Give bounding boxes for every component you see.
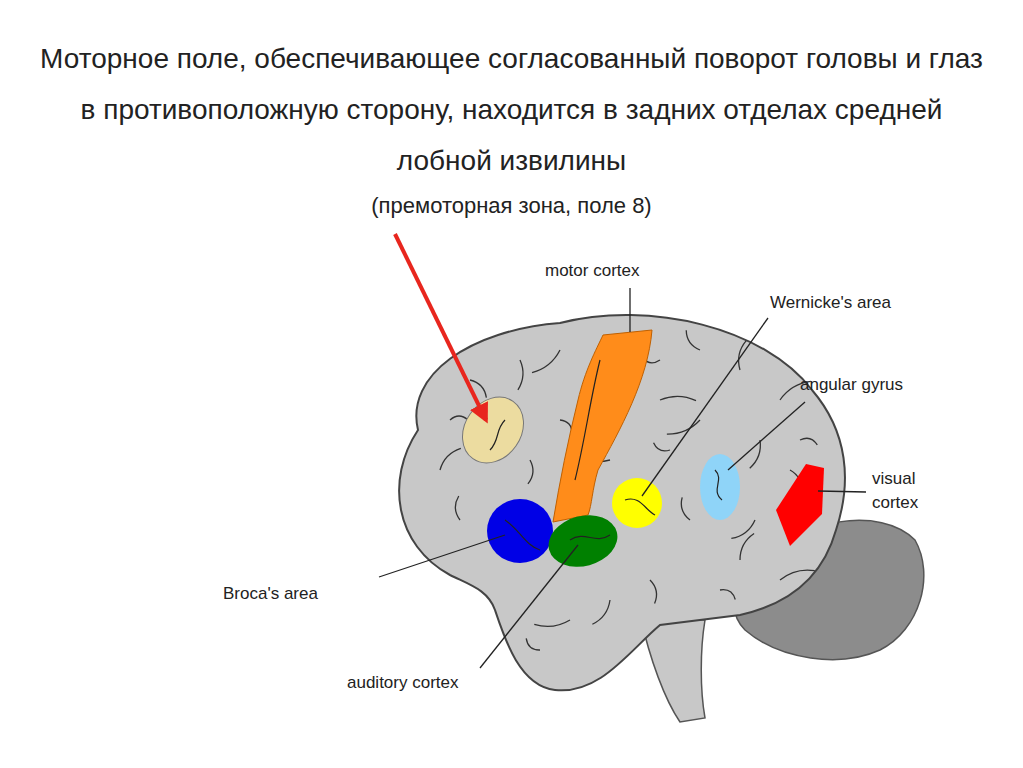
region-label: Broca's area xyxy=(223,582,318,606)
gyri xyxy=(440,330,817,650)
pointer-arrow xyxy=(395,234,486,420)
premotor-field-8 xyxy=(450,385,536,474)
subtitle-note: (премоторная зона, поле 8) xyxy=(0,194,1023,218)
title: Моторное поле, обеспечивающее согласован… xyxy=(40,33,983,186)
region-label: auditory cortex xyxy=(347,671,459,695)
visual-cortex-region xyxy=(776,464,824,546)
cerebrum xyxy=(399,315,845,690)
region-label: Wernicke's area xyxy=(770,291,891,315)
region-label: visual cortex xyxy=(872,467,952,515)
auditory-region xyxy=(543,508,624,574)
broca-region xyxy=(487,499,553,563)
gyri xyxy=(490,360,722,550)
region-label: motor cortex xyxy=(545,259,639,283)
region-label: angular gyrus xyxy=(800,373,903,397)
wernicke-region xyxy=(612,478,662,528)
leader-line xyxy=(379,288,866,668)
